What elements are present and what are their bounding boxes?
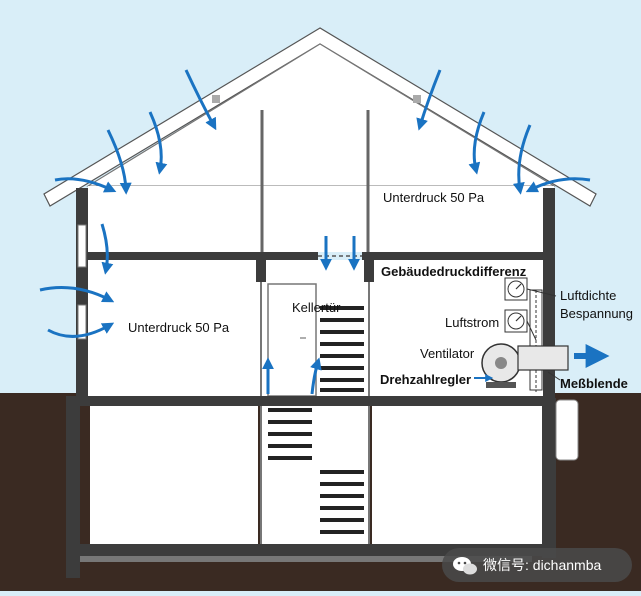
stairs-upper	[320, 306, 364, 392]
stairs-lower	[268, 408, 364, 534]
speed-ctrl-label: Drehzahlregler	[380, 372, 471, 387]
airflow-label: Luftstrom	[445, 315, 499, 330]
roof	[43, 27, 597, 207]
watermark-text: 微信号: dichanmba	[483, 557, 601, 573]
basement-stairs	[262, 406, 368, 544]
slab-main	[66, 396, 554, 406]
wall-left-upper	[76, 188, 88, 398]
room-left	[88, 260, 262, 396]
airflow-arrows	[39, 69, 591, 395]
fan-label: Ventilator	[420, 346, 475, 361]
upper-floor	[88, 186, 554, 252]
watermark: 微信号: dichanmba	[442, 548, 632, 582]
airtight-label-1: Luftdichte	[560, 288, 616, 303]
wechat-icon	[453, 557, 477, 575]
door-label: Kellertür	[292, 300, 341, 315]
room-pressure-label: Unterdruck 50 Pa	[128, 320, 230, 335]
airtight-label-2: Bespannung	[560, 306, 633, 321]
slab-upper	[88, 252, 318, 260]
pressure-diff-label: Gebäudedruckdifferenz	[381, 264, 527, 279]
attic-pressure-label: Unterdruck 50 Pa	[383, 190, 485, 205]
blower-door-equipment	[481, 277, 569, 392]
basement-left	[90, 406, 258, 544]
orifice-label: Meßblende	[560, 376, 628, 391]
basement-right	[372, 406, 542, 544]
